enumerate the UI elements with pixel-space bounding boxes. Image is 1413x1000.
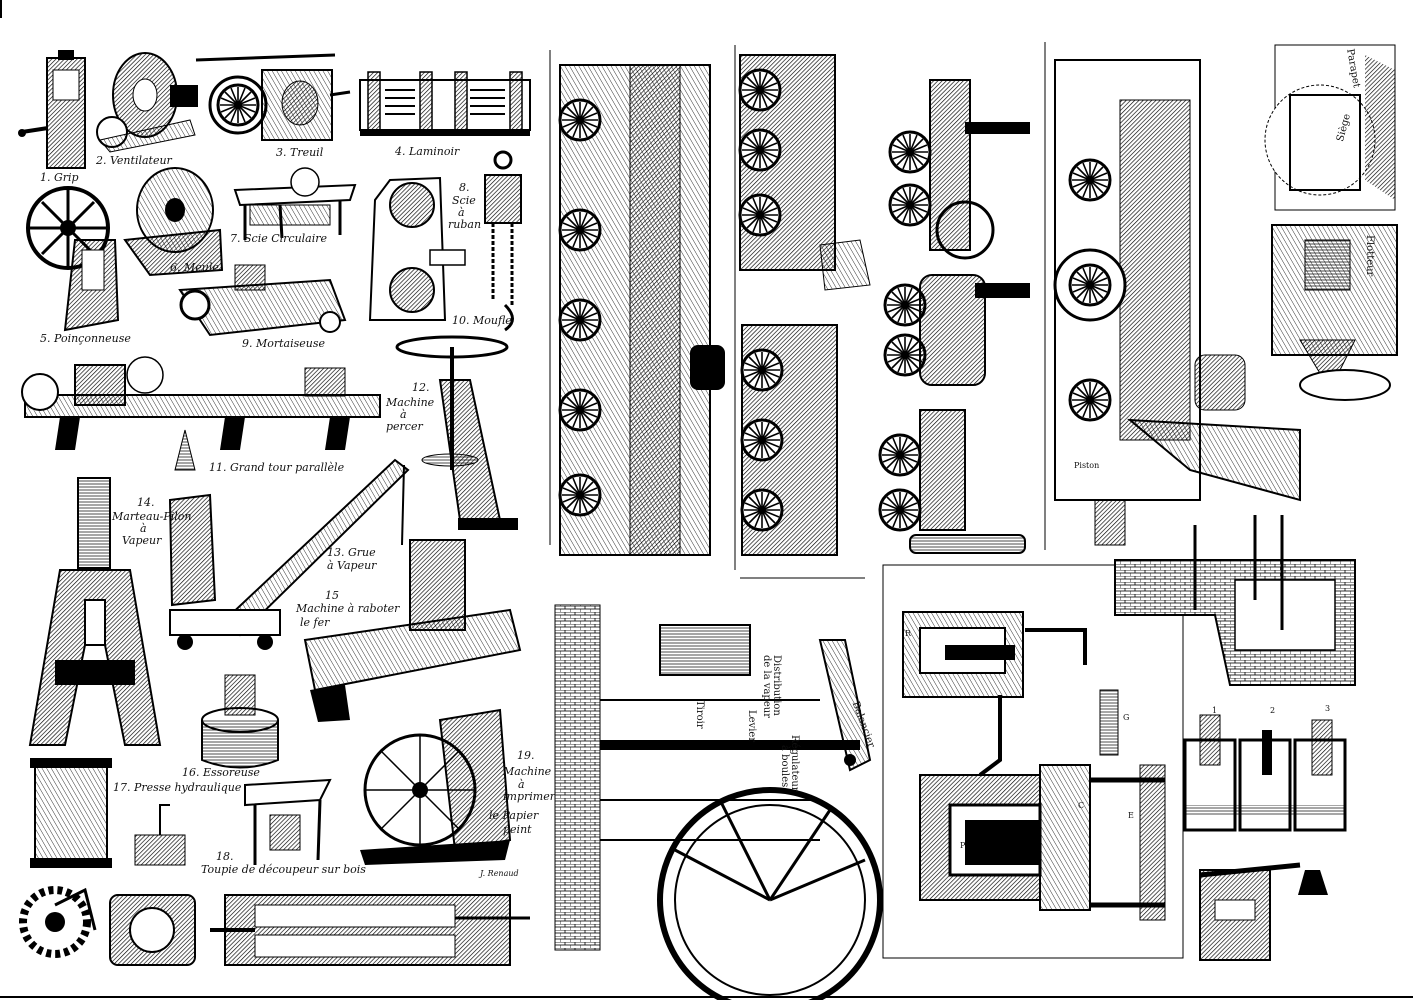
- label-cone-1: 1: [1212, 706, 1218, 715]
- label-ventilateur: 2. Ventilateur: [96, 154, 172, 167]
- label-cone-3: 3: [1325, 704, 1331, 713]
- label-grand-tour: 11. Grand tour parallèle: [209, 461, 345, 474]
- label-raboter-num: 15: [325, 589, 339, 602]
- label-cyl-p: P: [960, 841, 966, 850]
- poinconneuse-drawing: [26, 186, 120, 332]
- flotteur-drawing: [1271, 224, 1398, 401]
- scie-circulaire-drawing: [233, 167, 357, 240]
- cylinder-section-drawing: [210, 894, 530, 966]
- label-laminoir: 4. Laminoir: [395, 145, 460, 158]
- label-imprimer-1: Machine: [503, 765, 552, 778]
- ventilateur-drawing: [96, 52, 198, 153]
- label-cone-2: 2: [1270, 706, 1276, 715]
- label-imprimer-3: imprimer: [503, 790, 555, 803]
- label-grue-2: à Vapeur: [327, 559, 377, 572]
- label-imprimer-num: 19.: [517, 749, 535, 762]
- presse-hydraulique-drawing: [30, 758, 186, 868]
- label-flotteur: Flotteur: [1364, 235, 1375, 277]
- label-toupie: Toupie de découpeur sur bois: [201, 863, 366, 876]
- machine-raboter-drawing: [303, 539, 522, 722]
- meule-drawing: [123, 167, 224, 277]
- label-raboter-2: le fer: [300, 616, 330, 629]
- machine-imprimer-drawing: [360, 708, 512, 865]
- traction-engine-1-drawing: [888, 79, 1030, 260]
- label-marteau-3: Vapeur: [122, 534, 162, 547]
- valve-drawing: [1199, 862, 1328, 961]
- label-essoreuse: 16. Essoreuse: [182, 766, 260, 779]
- label-raboter-1: Machine à raboter: [296, 602, 400, 615]
- label-imprimer-5: peint: [503, 823, 532, 836]
- grip-drawing: [18, 50, 86, 169]
- locomotive-2-drawing: [734, 45, 871, 579]
- label-levier: Levier: [746, 710, 757, 743]
- scie-ruban-drawing: [368, 176, 466, 321]
- label-presse: 17. Presse hydraulique: [113, 781, 242, 794]
- traction-engine-2-drawing: [883, 274, 1030, 386]
- traction-engine-3-drawing: [878, 409, 1026, 554]
- label-treuil: 3. Treuil: [276, 146, 324, 159]
- motor-drawing: [109, 894, 196, 966]
- essoreuse-drawing: [201, 674, 279, 769]
- toupie-drawing: [244, 778, 332, 865]
- label-marteau-1: Marteau-Pilon: [112, 510, 192, 523]
- label-scie-ruban-2: à: [458, 206, 465, 219]
- marteau-pilon-drawing: [28, 477, 162, 746]
- label-imprimer-2: à: [518, 778, 525, 791]
- label-distribution-2: de la vapeur: [761, 655, 772, 718]
- treuil-drawing: [195, 53, 351, 141]
- basin-drawing: [1114, 515, 1356, 686]
- label-piston: Piston: [1074, 461, 1100, 470]
- label-percer-2: à: [400, 408, 407, 421]
- label-cyl-r: R: [905, 629, 912, 638]
- label-cyl-g: G: [1123, 713, 1130, 722]
- label-percer-3: percer: [386, 420, 423, 433]
- label-marteau-num: 14.: [137, 496, 155, 509]
- locomotive-section-drawing: [1044, 42, 1301, 550]
- parapet-drawing: [1264, 44, 1396, 211]
- cylinder-cross-section-drawing: [882, 564, 1184, 959]
- gear-drawing: [19, 886, 97, 958]
- label-meule: 6. Meule: [170, 261, 219, 274]
- label-regulateur-1: Régulateur: [789, 735, 800, 792]
- locomotive-1-drawing: [549, 50, 725, 556]
- label-distribution-1: Distribution: [771, 655, 782, 716]
- label-regulateur-2: à boules: [779, 745, 790, 788]
- label-poinconneuse: 5. Poinçonneuse: [40, 332, 131, 345]
- label-tiroir: Tiroir: [694, 700, 705, 729]
- grue-vapeur-drawing: [168, 458, 410, 650]
- label-mortaiseuse: 9. Mortaiseuse: [242, 337, 326, 350]
- label-signature: J. Renaud: [480, 869, 519, 878]
- label-grue-1: 13. Grue: [327, 546, 376, 559]
- beam-engine-drawing: [554, 604, 883, 1000]
- laminoir-drawing: [359, 71, 531, 136]
- machine-percer-drawing: [395, 335, 518, 530]
- moufle-drawing: [484, 150, 522, 332]
- label-marteau-2: à: [140, 522, 147, 535]
- label-cyl-e: E: [1128, 811, 1134, 820]
- grand-tour-drawing: [21, 356, 381, 471]
- label-moufle: 10. Moufle: [452, 314, 512, 327]
- label-cyl-c: C: [1078, 801, 1085, 810]
- label-scie-ruban-num: 8.: [459, 181, 470, 194]
- label-grip: 1. Grip: [40, 171, 79, 184]
- label-percer-num: 12.: [412, 381, 430, 394]
- pump-diagrams-drawing: [1183, 714, 1347, 832]
- label-imprimer-4: le Papier: [489, 809, 539, 822]
- label-scie-ruban-3: ruban: [448, 218, 482, 231]
- label-toupie-num: 18.: [216, 850, 234, 863]
- label-scie-ruban-1: Scie: [452, 194, 476, 207]
- label-scie-circulaire: 7. Scie Circulaire: [230, 232, 328, 245]
- mortaiseuse-drawing: [178, 264, 347, 337]
- label-percer-1: Machine: [386, 396, 435, 409]
